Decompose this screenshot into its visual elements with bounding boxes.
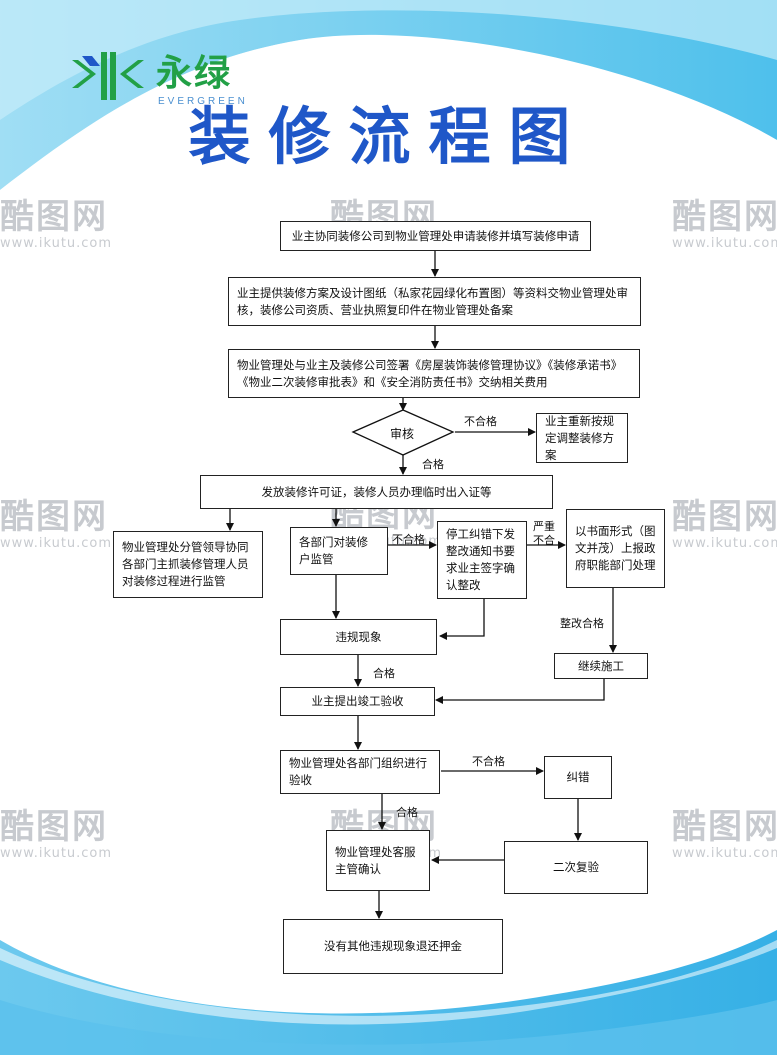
edge-stop-violation [439,599,485,640]
review-label: 审核 [390,427,415,441]
step-re-inspect: 二次复验 [504,841,648,894]
brand-name-en: EVERGREEN [158,96,248,107]
watermark: 酷图网 www.ikutu.com [0,497,113,551]
brand-name: 永绿 [156,53,233,94]
step-apply: 业主协同装修公司到物业管理处申请装修并填写装修申请 [280,221,591,251]
step-continue-work: 继续施工 [554,653,648,679]
edge-label-pass: 合格 [373,667,395,680]
watermark: 酷图网 www.ikutu.com [672,197,777,251]
edge-label-rectified: 整改合格 [560,617,604,630]
step-refund-deposit: 没有其他违规现象退还押金 [283,919,503,974]
edge-continue-completion [435,679,605,704]
step-supervise-lead: 物业管理处分管领导协同各部门主抓装修管理人员对装修过程进行监管 [113,531,263,598]
review-diamond [351,409,455,456]
step-stop-rectify: 停工纠错下发整改通知书要求业主签字确认整改 [437,521,527,599]
edge-label-pass: 合格 [396,806,418,819]
step-readjust: 业主重新按规定调整装修方案 [536,413,628,463]
evergreen-logo-icon [72,52,144,100]
edge-label-fail: 不合格 [464,415,497,428]
watermark: 酷图网 www.ikutu.com [0,197,113,251]
step-report-gov: 以书面形式（图文并茂）上报政府职能部门处理 [566,509,665,588]
watermark: 酷图网 www.ikutu.com [672,807,777,861]
step-violation: 违规现象 [280,619,437,655]
edge-label-fail: 不合格 [392,533,425,546]
edge-label-serious: 严重 不合 [533,520,555,547]
watermark: 酷图网 www.ikutu.com [0,807,113,861]
edge-label-fail: 不合格 [472,755,505,768]
step-dept-supervise: 各部门对装修户监管 [290,527,388,575]
step-issue-permit: 发放装修许可证，装修人员办理临时出入证等 [200,475,553,509]
edge-label-pass: 合格 [422,458,444,471]
step-cs-confirm: 物业管理处客服主管确认 [326,830,430,891]
step-dept-acceptance: 物业管理处各部门组织进行验收 [280,750,440,794]
step-completion-request: 业主提出竣工验收 [280,687,435,716]
step-correct: 纠错 [544,756,612,799]
step-submit-docs: 业主提供装修方案及设计图纸（私家花园绿化布置图）等资料交物业管理处审核，装修公司… [228,277,641,326]
page-title: 装修流程图 [188,100,589,173]
watermark: 酷图网 www.ikutu.com [672,497,777,551]
step-sign-agreements: 物业管理处与业主及装修公司签署《房屋装饰装修管理协议》《装修承诺书》《物业二次装… [228,349,640,398]
